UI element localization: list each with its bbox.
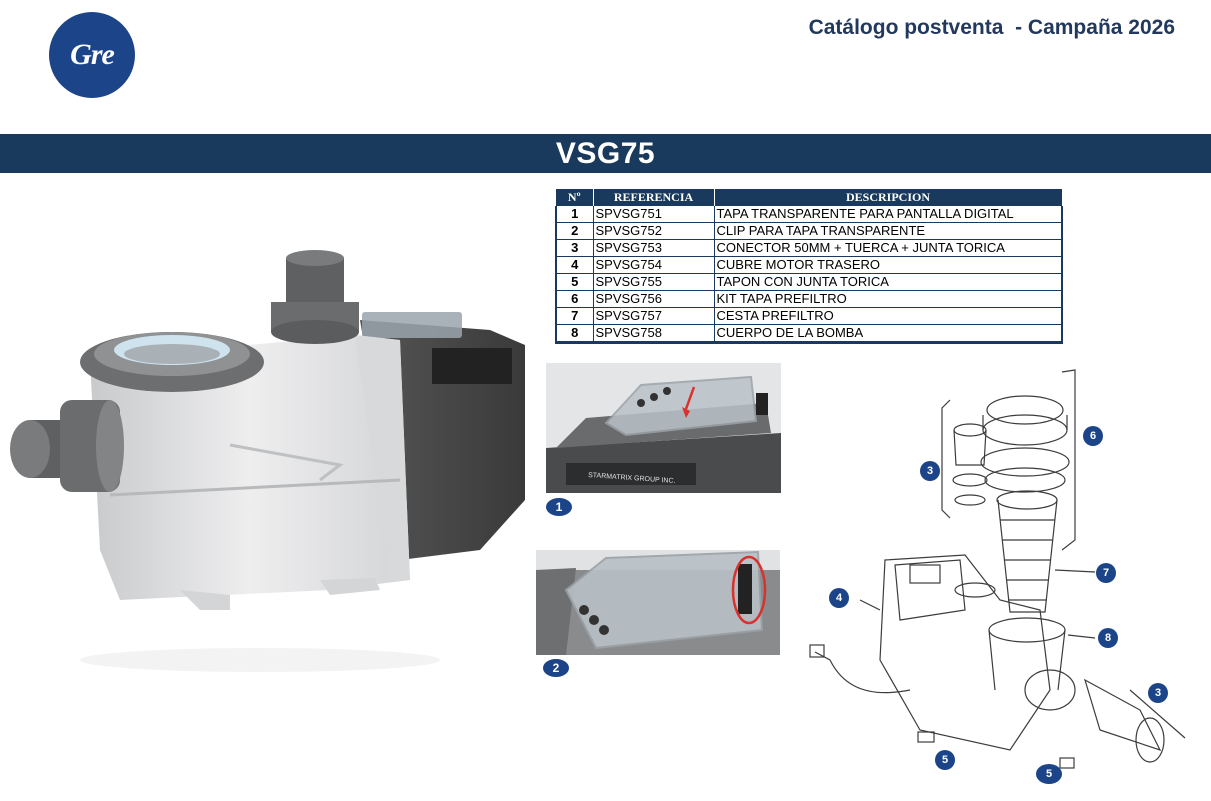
logo-text: Gre bbox=[70, 38, 115, 71]
cover-clip-illustration bbox=[536, 550, 780, 655]
pump-main-image bbox=[10, 250, 525, 672]
row-num: 4 bbox=[555, 256, 594, 274]
row-ref: SPVSG753 bbox=[593, 239, 715, 257]
photo-cover-clip bbox=[536, 550, 780, 655]
row-num: 1 bbox=[555, 206, 594, 223]
row-num: 7 bbox=[555, 307, 594, 325]
exploded-diagram bbox=[809, 369, 1186, 769]
display-cover-illustration bbox=[546, 363, 781, 493]
row-desc: CUERPO DE LA BOMBA bbox=[714, 324, 1063, 344]
diagram-callout-8: 8 bbox=[1098, 628, 1118, 648]
model-banner: VSG75 bbox=[0, 134, 1211, 173]
row-num: 6 bbox=[555, 290, 594, 308]
table-header-row: Nº REFERENCIA DESCRIPCION bbox=[556, 189, 1063, 206]
catalog-title: Catálogo postventa - Campaña 2026 bbox=[808, 16, 1175, 39]
row-num: 8 bbox=[555, 324, 594, 344]
diagram-callout-6: 6 bbox=[1083, 426, 1103, 446]
photo-display-cover: STARMATRIX GROUP INC. bbox=[546, 363, 781, 493]
diagram-callout-3-side: 3 bbox=[1148, 683, 1168, 703]
row-desc: KIT TAPA PREFILTRO bbox=[714, 290, 1063, 308]
row-ref: SPVSG751 bbox=[593, 206, 715, 223]
diagram-callout-4: 4 bbox=[829, 588, 849, 608]
row-ref: SPVSG758 bbox=[593, 324, 715, 344]
row-desc: CLIP PARA TAPA TRANSPARENTE bbox=[714, 222, 1063, 240]
row-desc: TAPON CON JUNTA TORICA bbox=[714, 273, 1063, 291]
gre-logo: Gre bbox=[49, 12, 135, 98]
col-header-desc: DESCRIPCION bbox=[714, 189, 1063, 206]
row-num: 2 bbox=[555, 222, 594, 240]
diagram-callout-3-top: 3 bbox=[920, 461, 940, 481]
diagram-callout-5-left: 5 bbox=[935, 750, 955, 770]
row-ref: SPVSG757 bbox=[593, 307, 715, 325]
row-desc: CONECTOR 50MM + TUERCA + JUNTA TORICA bbox=[714, 239, 1063, 257]
row-ref: SPVSG756 bbox=[593, 290, 715, 308]
row-ref: SPVSG754 bbox=[593, 256, 715, 274]
row-desc: CUBRE MOTOR TRASERO bbox=[714, 256, 1063, 274]
photo2-badge: 2 bbox=[543, 659, 569, 677]
row-desc: CESTA PREFILTRO bbox=[714, 307, 1063, 325]
diagram-callout-5-right: 5 bbox=[1036, 764, 1062, 784]
diagram-callout-7: 7 bbox=[1096, 563, 1116, 583]
row-ref: SPVSG755 bbox=[593, 273, 715, 291]
row-desc: TAPA TRANSPARENTE PARA PANTALLA DIGITAL bbox=[714, 206, 1063, 223]
row-ref: SPVSG752 bbox=[593, 222, 715, 240]
photo1-badge: 1 bbox=[546, 498, 572, 516]
col-header-ref: REFERENCIA bbox=[593, 189, 715, 206]
row-num: 3 bbox=[555, 239, 594, 257]
model-title: VSG75 bbox=[555, 136, 656, 170]
col-header-num: Nº bbox=[556, 189, 594, 206]
row-num: 5 bbox=[555, 273, 594, 291]
